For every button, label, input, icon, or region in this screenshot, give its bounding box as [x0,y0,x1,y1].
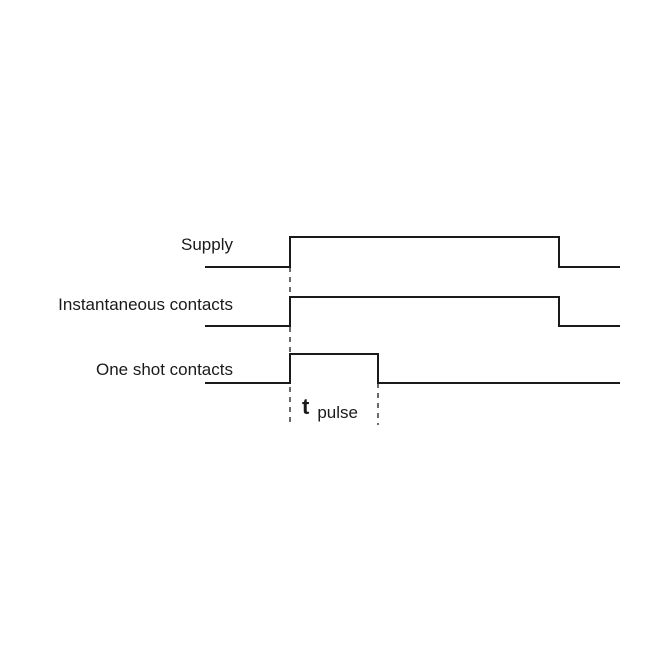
one-shot-contacts-waveform [205,353,620,384]
instantaneous-contacts-label: Instantaneous contacts [58,295,233,314]
pulse-time-subscript: pulse [317,403,358,422]
pulse-time-symbol: t [302,394,310,419]
supply-label: Supply [181,235,233,254]
supply-waveform [205,236,620,268]
one-shot-contacts-label: One shot contacts [96,360,233,379]
pulse-duration-label: t pulse [302,394,358,422]
instantaneous-contacts-waveform [205,296,620,327]
